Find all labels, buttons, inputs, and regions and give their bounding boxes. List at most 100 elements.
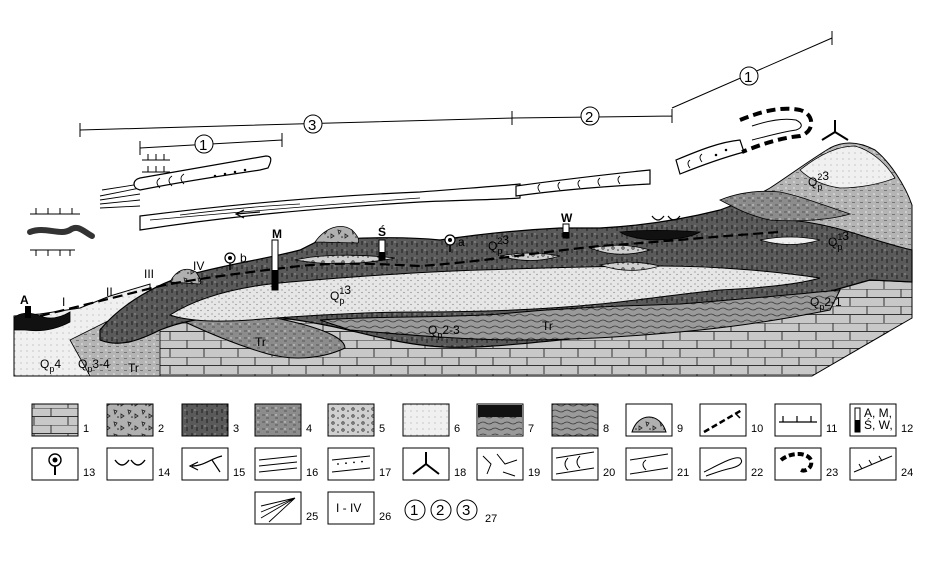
legend-item-1: 1 xyxy=(31,403,89,437)
channel-left xyxy=(27,224,95,239)
legend-number-3: 3 xyxy=(233,423,239,435)
legend-item-18: 18 xyxy=(402,447,466,481)
legend-number-20: 20 xyxy=(603,467,615,479)
legend-26-text: I - IV xyxy=(336,501,361,515)
legend-number-23: 23 xyxy=(826,467,838,479)
legend-item-4: 4 xyxy=(254,403,312,437)
well-label-b: b xyxy=(240,251,247,265)
legend-item-10: 10 xyxy=(699,403,763,437)
depressions-right xyxy=(651,215,681,221)
legend-number-25: 25 xyxy=(306,511,318,523)
cross-section xyxy=(13,31,913,377)
legend-number-13: 13 xyxy=(83,467,95,479)
phase-label-3: 2 xyxy=(585,109,593,126)
legend-number-10: 10 xyxy=(751,423,763,435)
lower-dark-band xyxy=(319,289,841,341)
legend-item-13: 13 xyxy=(31,447,95,481)
terrace-numeral-III: III xyxy=(144,267,154,281)
legend-number-18: 18 xyxy=(454,467,466,479)
legend-item-8: 8 xyxy=(551,403,609,437)
channel-band-upper xyxy=(133,155,272,191)
right-hill-upper xyxy=(799,145,896,189)
legend-item-21: 21 xyxy=(625,447,689,481)
legend-number-17: 17 xyxy=(379,467,391,479)
legend-number-1: 1 xyxy=(83,423,89,435)
legend-number-5: 5 xyxy=(379,423,385,435)
legend-item-14: 14 xyxy=(106,447,170,481)
legend-number-4: 4 xyxy=(306,423,312,435)
gravel-lens-e xyxy=(499,252,561,261)
site-label-a: A xyxy=(20,293,29,307)
well-b xyxy=(224,252,236,270)
black-soil-strip xyxy=(618,230,702,241)
sand-lens-qp1 xyxy=(168,265,821,322)
legend-item-19: 19 xyxy=(476,447,540,481)
mound-center xyxy=(314,226,360,244)
channel-band-right xyxy=(675,139,745,175)
legend-number-8: 8 xyxy=(603,423,609,435)
legend-circle-label-1: 1 xyxy=(410,502,418,519)
legend-number-12: 12 xyxy=(901,423,913,435)
legend-12-text-0: A, M, xyxy=(864,406,892,420)
legend-item-6: 6 xyxy=(402,403,460,437)
channel-band-upper-arcs xyxy=(156,168,247,189)
legend-item-22: 22 xyxy=(699,447,763,481)
phase-label-0: 1 xyxy=(199,137,207,154)
legend-number-24: 24 xyxy=(901,467,913,479)
legend-item-25: 25 xyxy=(254,491,318,525)
legend-number-2: 2 xyxy=(158,423,164,435)
legend-number-22: 22 xyxy=(751,467,763,479)
tr-label-2: Tr xyxy=(128,361,139,375)
legend-number-11: 11 xyxy=(826,423,837,435)
legend-circle-3 xyxy=(456,499,478,521)
legend-number-7: 7 xyxy=(528,423,534,435)
site-label-m: M xyxy=(272,227,282,241)
legend-number-26: 26 xyxy=(379,511,391,523)
legend-item-9: 9 xyxy=(625,403,683,437)
strat-label-qp21: Qp2-1 xyxy=(810,295,842,312)
legend-circle-label-3: 3 xyxy=(462,502,470,519)
strat-label-qp4: Qp4 xyxy=(40,357,61,374)
terrace-numeral-IV: IV xyxy=(193,259,204,273)
tr-label-1: Tr xyxy=(542,319,553,333)
legend-number-21: 21 xyxy=(677,467,689,479)
tr-label-0: Tr xyxy=(255,335,266,349)
legend-item-2: 2 xyxy=(106,403,164,437)
horseshoe-upper xyxy=(739,106,814,154)
legend-item-17: 17 xyxy=(327,447,391,481)
scarp-symbols xyxy=(30,154,170,256)
thrust-line xyxy=(39,230,781,318)
well-label-a: a xyxy=(458,235,465,249)
phase-label-2: 1 xyxy=(744,69,752,86)
borehole-a xyxy=(25,306,31,318)
fan-symbol xyxy=(99,183,141,209)
flow-arrow xyxy=(234,209,261,219)
gravel-lens-d xyxy=(759,236,821,245)
legend-item-7: 7 xyxy=(476,403,534,437)
gravel-lens-b xyxy=(598,261,662,271)
legend-item-20: 20 xyxy=(551,447,615,481)
legend-number-6: 6 xyxy=(454,423,460,435)
phase-label-1: 3 xyxy=(308,117,316,134)
legend-12-text-1: Ś, W, xyxy=(864,417,893,432)
terrace-numeral-II: II xyxy=(106,285,113,299)
legend-number-9: 9 xyxy=(677,423,683,435)
legend-item-12: A, M,Ś, W, 12 xyxy=(849,403,913,437)
phase-brackets xyxy=(79,31,833,155)
strat-label-qp23: Qp2-3 xyxy=(428,323,460,340)
phase-circles xyxy=(194,66,759,154)
channel-band-middle xyxy=(515,169,651,197)
strat-label-qp34: Qp3-4 xyxy=(78,357,110,374)
legend-item-3: 3 xyxy=(181,403,239,437)
tripod-symbol xyxy=(821,120,849,141)
legend-item-23: 23 xyxy=(774,447,838,481)
well-a xyxy=(444,234,456,252)
